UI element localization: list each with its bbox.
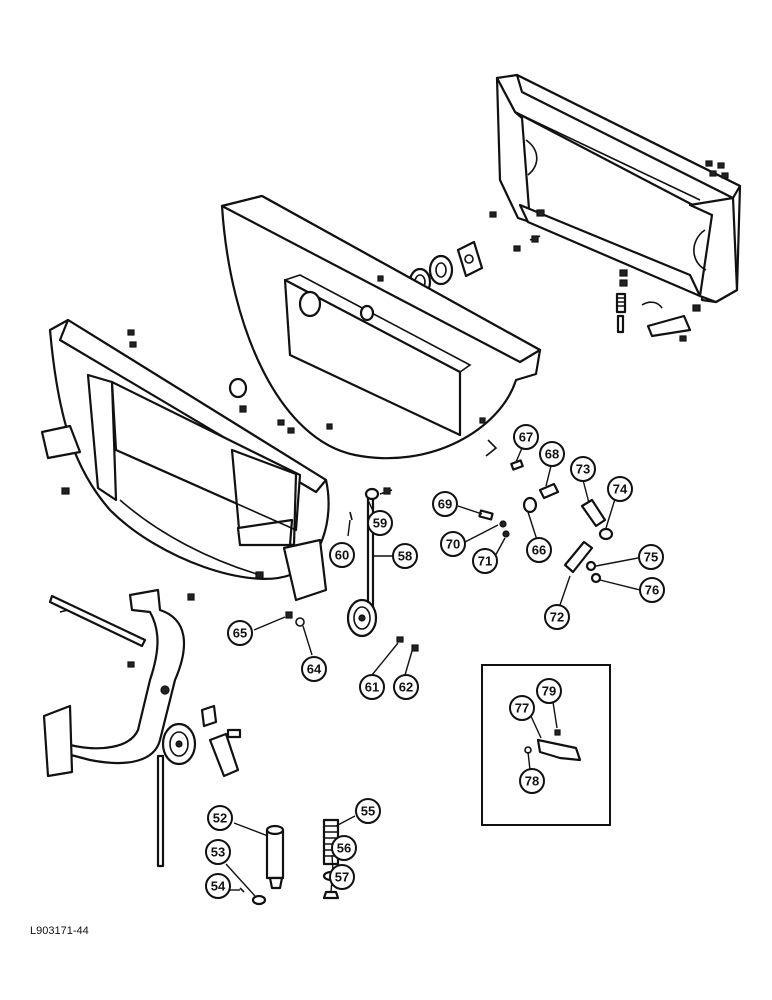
callout-58: 58 [392, 543, 418, 569]
svg-text:52: 52 [213, 811, 227, 826]
svg-text:62: 62 [399, 680, 413, 695]
bottom-hardware [239, 818, 340, 906]
callout-52: 52 [207, 805, 233, 831]
inset-bracket [524, 729, 582, 762]
svg-text:57: 57 [335, 870, 349, 885]
callout-54: 54 [205, 873, 231, 899]
callout-61: 61 [359, 674, 385, 700]
svg-text:66: 66 [532, 543, 546, 558]
callout-73: 73 [570, 456, 596, 482]
svg-text:59: 59 [373, 516, 387, 531]
figure-id: L903171-44 [30, 925, 89, 937]
lever-assembly [42, 588, 195, 778]
callout-57: 57 [329, 864, 355, 890]
lower-pulley-rod [156, 704, 242, 868]
callout-72: 72 [544, 604, 570, 630]
callout-60: 60 [329, 542, 355, 568]
callout-55: 55 [355, 798, 381, 824]
svg-text:76: 76 [645, 583, 659, 598]
callout-68: 68 [539, 441, 565, 467]
svg-text:68: 68 [545, 447, 559, 462]
callout-78: 78 [519, 768, 545, 794]
svg-text:64: 64 [307, 662, 322, 677]
svg-text:77: 77 [515, 701, 529, 716]
svg-text:54: 54 [211, 879, 226, 894]
svg-text:73: 73 [576, 462, 590, 477]
inset-detail-box [481, 664, 611, 826]
svg-text:75: 75 [644, 550, 658, 565]
callout-75: 75 [638, 544, 664, 570]
svg-text:74: 74 [613, 482, 628, 497]
svg-text:70: 70 [446, 537, 460, 552]
svg-text:67: 67 [519, 430, 533, 445]
callout-79: 79 [536, 678, 562, 704]
callout-70: 70 [440, 531, 466, 557]
upper-right-frame [495, 73, 742, 312]
svg-text:71: 71 [478, 554, 492, 569]
callouts: 52 53 54 55 56 57 58 59 60 61 62 64 65 6… [205, 424, 665, 899]
callout-59: 59 [367, 510, 393, 536]
callout-62: 62 [393, 674, 419, 700]
svg-text:58: 58 [398, 549, 412, 564]
callout-53: 53 [205, 839, 231, 865]
callout-67: 67 [513, 424, 539, 450]
svg-text:69: 69 [438, 497, 452, 512]
svg-text:61: 61 [365, 680, 379, 695]
left-frame-assembly [40, 318, 330, 602]
callout-64: 64 [301, 656, 327, 682]
right-center-hardware [478, 459, 614, 584]
callout-71: 71 [472, 548, 498, 574]
svg-text:55: 55 [361, 804, 375, 819]
callout-77: 77 [509, 695, 535, 721]
svg-text:65: 65 [233, 626, 247, 641]
svg-text:53: 53 [211, 845, 225, 860]
callout-69: 69 [432, 491, 458, 517]
svg-text:60: 60 [335, 548, 349, 563]
svg-text:79: 79 [542, 684, 556, 699]
callout-65: 65 [227, 620, 253, 646]
middle-semicircle-panel [220, 194, 542, 460]
callout-74: 74 [607, 476, 633, 502]
callout-76: 76 [639, 577, 665, 603]
svg-text:72: 72 [550, 610, 564, 625]
svg-text:56: 56 [337, 841, 351, 856]
callout-56: 56 [331, 835, 357, 861]
central-pulley-assembly [285, 487, 419, 652]
callout-66: 66 [526, 537, 552, 563]
svg-text:78: 78 [525, 774, 539, 789]
